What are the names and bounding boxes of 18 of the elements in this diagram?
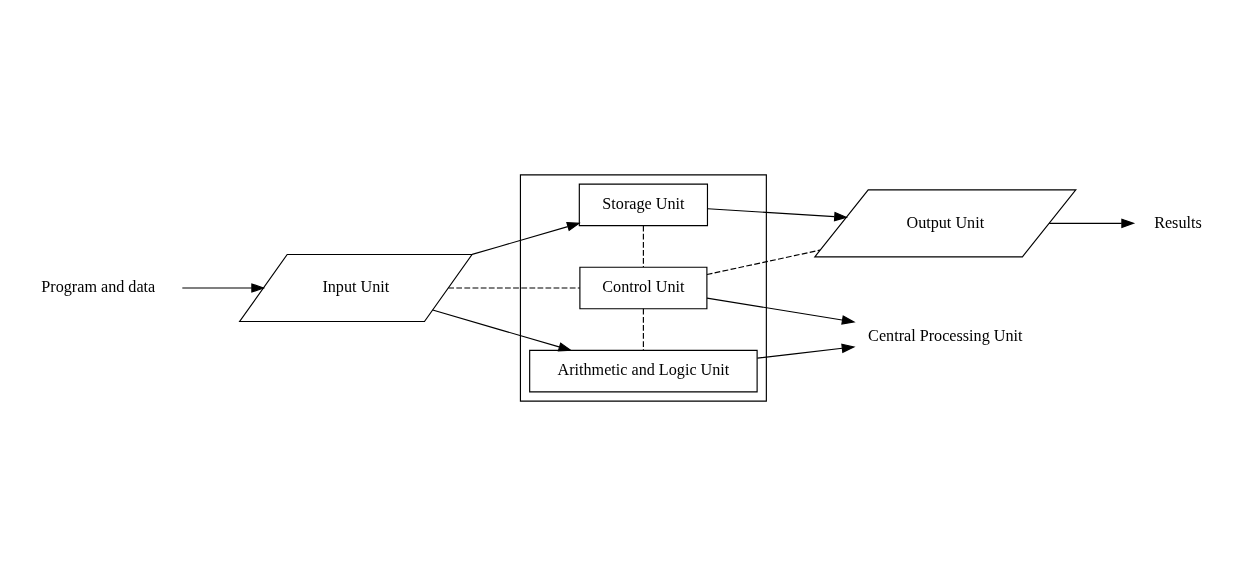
connector	[447, 286, 581, 289]
node-text: Central Processing Unit	[868, 326, 1023, 344]
node-text: Program and data	[41, 277, 156, 295]
arrow	[756, 343, 856, 359]
connector	[642, 224, 644, 267]
arrow	[471, 221, 581, 255]
node-box: Control Unit	[579, 266, 708, 309]
cluster	[519, 173, 767, 402]
arrow	[1048, 218, 1136, 228]
node-text: Results	[1154, 213, 1202, 231]
arrow	[432, 309, 573, 351]
arrow	[707, 207, 848, 221]
arrow	[181, 282, 266, 293]
connector	[706, 249, 821, 275]
node-box: Storage Unit	[578, 183, 709, 226]
connector	[642, 307, 644, 351]
arrow	[706, 297, 856, 325]
node-box: Arithmetic and Logic Unit	[529, 349, 758, 392]
